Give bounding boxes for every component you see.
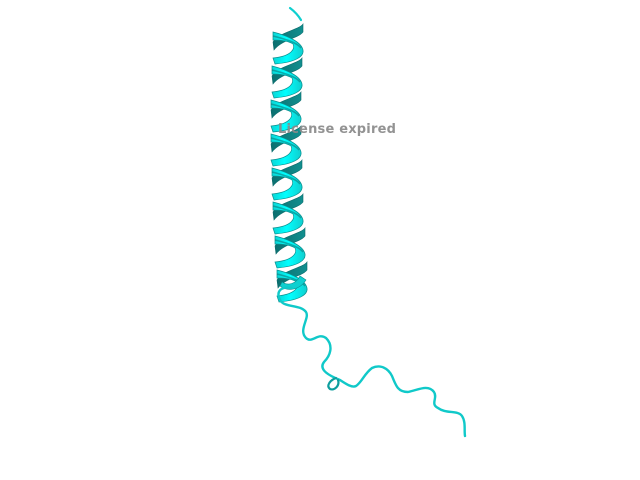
n-terminal-tail — [288, 6, 303, 22]
helix-front-strand — [270, 99, 302, 133]
helix-shade-band — [271, 171, 301, 185]
helix-front-strand — [271, 65, 303, 99]
alpha-helix — [270, 23, 308, 303]
helix-front-strand — [272, 31, 304, 65]
helix-shade-band — [270, 103, 300, 117]
helix-shade-band — [274, 239, 304, 253]
helix-shade-band — [271, 69, 301, 83]
helix-shade-band — [272, 35, 302, 49]
helix-shade-band — [276, 273, 306, 287]
helix-shade-band — [270, 137, 300, 151]
helix-c-cap — [279, 275, 307, 290]
helix-front-strand — [270, 133, 302, 167]
helix-shade-band — [272, 205, 302, 219]
coil-knot — [327, 376, 340, 391]
coil-loop — [277, 286, 467, 438]
license-watermark: License expired — [278, 122, 397, 137]
helix-front-strand — [274, 235, 306, 269]
helix-front-strand — [271, 167, 303, 201]
helix-front-strand — [272, 201, 304, 235]
